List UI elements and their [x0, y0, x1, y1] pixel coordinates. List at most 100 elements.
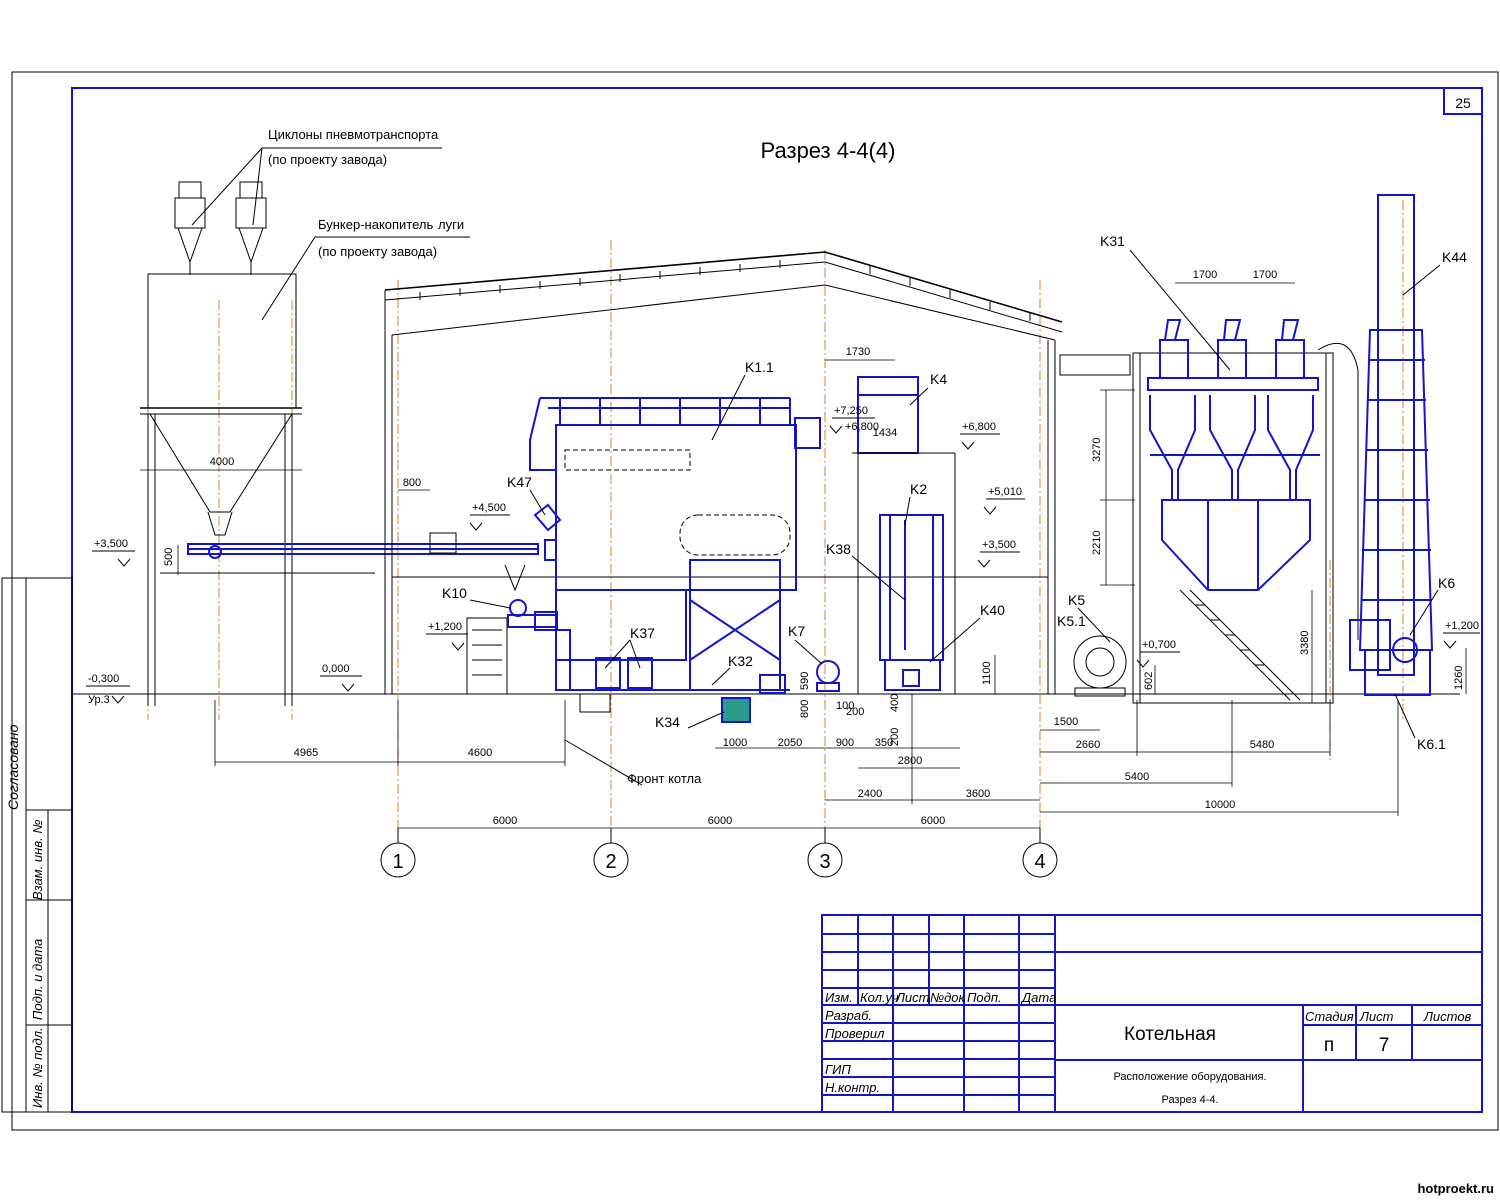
sheet-number-box	[1443, 87, 1483, 115]
dim-900: 900	[836, 737, 854, 749]
axis-label-4: 4	[1034, 851, 1045, 873]
axis-bubble-3	[807, 842, 843, 878]
stamp-replace-inv: Взам. инв. №	[30, 820, 45, 900]
drawing-title: Разрез 4-4(4)	[761, 138, 896, 163]
dim-1700b: 1700	[1253, 269, 1277, 281]
label-k7: K7	[788, 623, 805, 639]
dim-10000: 10000	[1205, 799, 1236, 811]
dim-2400: 2400	[858, 788, 882, 800]
level-4500: +4,500	[472, 502, 506, 514]
watermark: hotproekt.ru	[1417, 1181, 1494, 1196]
side-stamp: Согласовано Инв. № подл. Подп. и дата Вз…	[1, 577, 73, 1113]
dim-1700a: 1700	[1193, 269, 1217, 281]
level-left-3500: +3,500	[94, 538, 128, 550]
tb-object-name: Котельная	[1124, 1024, 1216, 1045]
label-k37: K37	[630, 625, 655, 641]
axis-label-2: 2	[605, 851, 616, 873]
tb-col-kolu: Кол.уч	[860, 990, 899, 1005]
inner-drawing-frame	[71, 87, 1483, 1113]
dim-2210: 2210	[1091, 531, 1103, 555]
dim-6000-a: 6000	[493, 815, 517, 827]
tb-sheet-title-1: Расположение оборудования.	[1113, 1071, 1266, 1083]
label-k6-1: K6.1	[1417, 736, 1446, 752]
dim-1434: 1434	[873, 427, 897, 439]
stamp-sign-date: Подп. и дата	[30, 939, 45, 1020]
tb-role-developer: Разраб.	[825, 1008, 872, 1023]
level-1200: +1,200	[428, 621, 462, 633]
axis-label-3: 3	[819, 851, 830, 873]
level-1200-right: +1,200	[1445, 620, 1479, 632]
axis-label-1: 1	[392, 851, 403, 873]
tb-role-ncontrol: Н.контр.	[825, 1080, 880, 1095]
level-6800b: +6,800	[962, 421, 996, 433]
grid-axis-lines	[147, 200, 1404, 840]
label-k10: K10	[442, 585, 467, 601]
sheet-number: 25	[1455, 95, 1471, 111]
dim-2660: 2660	[1076, 739, 1100, 751]
label-cyclones-2: (по проекту завода)	[268, 152, 387, 167]
label-k4: K4	[930, 371, 947, 387]
label-k5-1: K5.1	[1057, 613, 1086, 629]
label-cyclones-1: Циклоны пневмотранспорта	[268, 127, 439, 142]
dim-602: 602	[1143, 672, 1155, 690]
dim-590: 590	[799, 672, 811, 690]
boiler-k1-1	[529, 397, 821, 694]
tb-col-list: Лист	[895, 990, 930, 1005]
column-k2	[879, 514, 944, 691]
dim-350: 350	[875, 737, 893, 749]
stamp-agreed: Согласовано	[5, 724, 21, 810]
storage-bunker: 4000	[140, 273, 302, 706]
tb-col-izm: Изм.	[825, 990, 853, 1005]
dim-500: 500	[163, 548, 175, 566]
pneumatic-cyclones	[174, 181, 267, 275]
tb-sheets-label: Листов	[1423, 1009, 1472, 1024]
level-6800a: +6,800	[845, 421, 879, 433]
dim-400: 400	[889, 694, 901, 712]
dim-800: 800	[403, 477, 421, 489]
title-block: Изм. Кол.уч Лист №док Подп. Дата Разраб.…	[821, 914, 1483, 1113]
label-k47: K47	[507, 474, 532, 490]
dim-2800: 2800	[898, 755, 922, 767]
label-k1-1: K1.1	[745, 359, 774, 375]
screw-conveyor-left	[160, 532, 539, 574]
level-3500-right: +3,500	[982, 539, 1016, 551]
dim-6000-b: 6000	[708, 815, 732, 827]
dim-1500: 1500	[1054, 716, 1078, 728]
axis-bubble-4	[1022, 842, 1058, 878]
dim-200: 200	[846, 706, 864, 718]
dim-1100: 1100	[981, 661, 993, 685]
outer-trim-frame	[11, 71, 1499, 1131]
label-k31: K31	[1100, 233, 1125, 249]
equipment-labels: K1.1 K4 K2 K38 K40 K47 K10 K37 K32 K34 K…	[442, 233, 1467, 752]
dim-4600: 4600	[468, 747, 492, 759]
label-boiler-front: Фронт котла	[627, 771, 702, 786]
label-k2: K2	[910, 481, 927, 497]
k6-level: +1,200 1260	[1443, 620, 1480, 694]
equipment-k34-body	[721, 697, 751, 723]
label-k6: K6	[1438, 575, 1455, 591]
levels-mid: +7,250 +6,800 +6,800 +5,010 +3,500	[829, 405, 1025, 568]
tb-stage-label: Стадия	[1305, 1009, 1354, 1024]
level-left-minus300: -0,300	[88, 673, 119, 685]
tb-col-ndoc: №док	[930, 990, 965, 1005]
label-bunker-1-tail: луги	[438, 217, 464, 232]
stamp-inv-orig: Инв. № подл.	[30, 1027, 45, 1108]
tank-k4: 1730 1434	[825, 346, 956, 694]
levels-left: +3,500 -0,300 Ур.3 0,000 +1,200 +4,500	[86, 502, 510, 706]
label-k5: K5	[1068, 592, 1085, 608]
label-k34: K34	[655, 714, 680, 730]
dim-800b: 800	[799, 700, 811, 718]
label-k44: K44	[1442, 249, 1467, 265]
tb-role-checker: Проверил	[825, 1026, 885, 1041]
fan-k5: +0,700 602	[1073, 635, 1180, 697]
dim-4965: 4965	[294, 747, 318, 759]
tb-sheet-title-2: Разрез 4-4.	[1161, 1094, 1218, 1106]
label-bunker-2: (по проекту завода)	[318, 244, 437, 259]
tb-col-podp: Подп.	[967, 990, 1002, 1005]
label-k40: K40	[980, 602, 1005, 618]
label-k38: K38	[826, 541, 851, 557]
dim-6000-c: 6000	[921, 815, 945, 827]
tb-sheet-value: 7	[1379, 1035, 1390, 1056]
